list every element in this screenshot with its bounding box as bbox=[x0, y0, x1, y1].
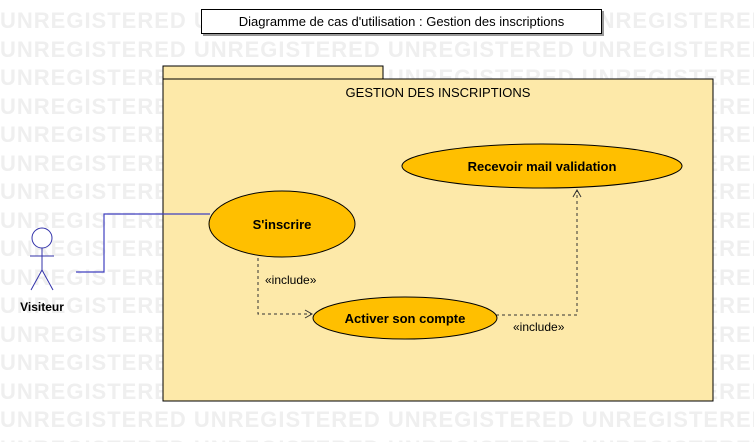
watermark-text: UNREGISTERED UNREGISTERED UNREGISTERED U… bbox=[0, 436, 754, 442]
watermark-text: UNREGISTERED UNREGISTERED UNREGISTERED U… bbox=[0, 407, 754, 432]
actor-right-leg bbox=[41, 269, 54, 291]
package-name: GESTION DES INSCRIPTIONS bbox=[345, 85, 531, 100]
use-case-activer-label: Activer son compte bbox=[344, 310, 466, 326]
use-case-activer[interactable] bbox=[312, 296, 498, 340]
package-gestion-inscriptions[interactable] bbox=[162, 65, 714, 402]
include-arrow-activer-recevoir bbox=[496, 188, 582, 316]
package-tab bbox=[162, 65, 384, 80]
include-arrow-inscrire-activer bbox=[257, 258, 314, 319]
include-label-1: «include» bbox=[265, 273, 317, 287]
use-case-inscrire[interactable] bbox=[208, 190, 356, 258]
actor-head bbox=[31, 227, 53, 249]
actor-left-leg bbox=[30, 269, 43, 291]
use-case-inscrire-label: S'inscrire bbox=[252, 216, 312, 232]
actor-visiteur[interactable] bbox=[30, 227, 54, 291]
actor-label: Visiteur bbox=[20, 300, 64, 314]
diagram-title: Diagramme de cas d'utilisation : Gestion… bbox=[201, 9, 602, 34]
use-case-recevoir-label: Recevoir mail validation bbox=[467, 158, 617, 174]
watermark-text: UNREGISTERED UNREGISTERED UNREGISTERED U… bbox=[0, 36, 754, 62]
use-case-recevoir[interactable] bbox=[401, 143, 683, 189]
include-label-2: «include» bbox=[513, 320, 565, 334]
association-line bbox=[76, 213, 210, 273]
